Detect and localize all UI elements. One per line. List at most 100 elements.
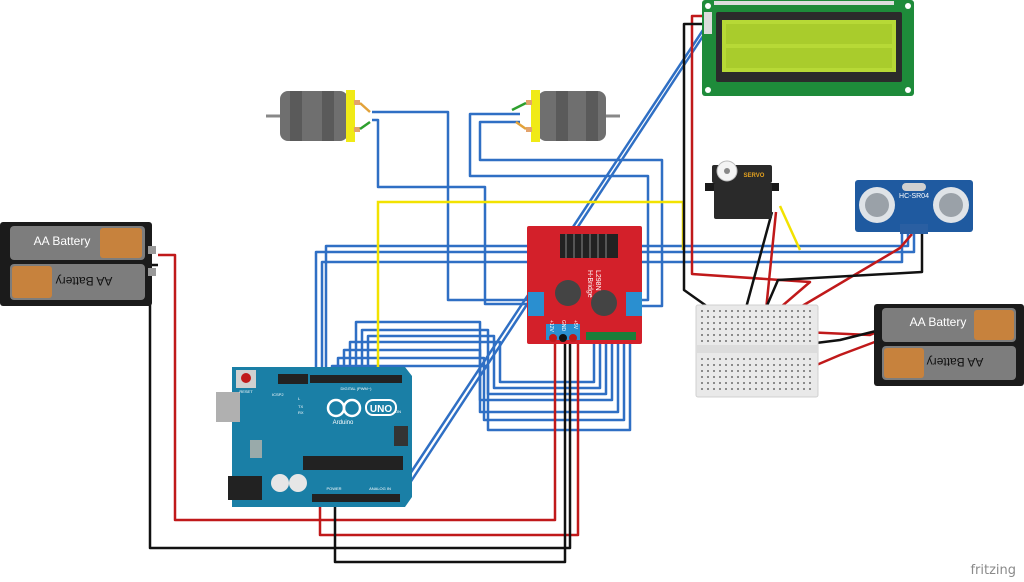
breadboard-hole (749, 370, 751, 372)
breadboard-hole (707, 364, 709, 366)
breadboard-hole (737, 382, 739, 384)
breadboard-hole (773, 340, 775, 342)
breadboard-hole (773, 382, 775, 384)
breadboard-hole (749, 376, 751, 378)
breadboard-hole (761, 310, 763, 312)
hbridge-label-1: L298N (594, 270, 601, 291)
breadboard-hole (755, 358, 757, 360)
lcd-display (702, 0, 914, 96)
arduino-rx-label: RX (298, 410, 304, 415)
battery-holder-right: AA Battery AA Battery (874, 304, 1024, 386)
breadboard-hole (737, 388, 739, 390)
breadboard-hole (755, 322, 757, 324)
breadboard-hole (797, 364, 799, 366)
breadboard-hole (707, 388, 709, 390)
breadboard-hole (803, 310, 805, 312)
breadboard-hole (737, 358, 739, 360)
breadboard-hole (743, 376, 745, 378)
hbridge-label-2: H-Bridge (586, 270, 593, 298)
breadboard-hole (749, 358, 751, 360)
breadboard-hole (743, 328, 745, 330)
breadboard-hole (713, 370, 715, 372)
breadboard-hole (713, 316, 715, 318)
breadboard-hole (785, 322, 787, 324)
breadboard-hole (731, 376, 733, 378)
breadboard-hole (743, 340, 745, 342)
breadboard-hole (809, 328, 811, 330)
breadboard-hole (797, 382, 799, 384)
breadboard-hole (749, 382, 751, 384)
breadboard-hole (779, 322, 781, 324)
breadboard-hole (701, 328, 703, 330)
arduino-on-label: ON (395, 409, 401, 414)
breadboard-hole (755, 382, 757, 384)
breadboard-hole (713, 388, 715, 390)
breadboard-hole (809, 376, 811, 378)
fritzing-watermark: fritzing (970, 563, 1016, 578)
servo-label: SERVO (744, 173, 765, 179)
breadboard-hole (737, 316, 739, 318)
breadboard-hole (725, 370, 727, 372)
breadboard-hole (743, 334, 745, 336)
breadboard-hole (719, 382, 721, 384)
breadboard-hole (779, 310, 781, 312)
breadboard-hole (707, 340, 709, 342)
breadboard-hole (725, 340, 727, 342)
breadboard-hole (791, 364, 793, 366)
breadboard-hole (713, 358, 715, 360)
breadboard-hole (803, 388, 805, 390)
breadboard-hole (779, 358, 781, 360)
ultrasonic-sensor: HC-SR04 (855, 180, 973, 234)
breadboard-hole (731, 322, 733, 324)
breadboard-hole (761, 382, 763, 384)
breadboard-hole (743, 382, 745, 384)
breadboard-hole (785, 376, 787, 378)
breadboard-hole (773, 322, 775, 324)
breadboard-hole (767, 316, 769, 318)
breadboard-hole (773, 364, 775, 366)
breadboard-hole (725, 322, 727, 324)
breadboard-hole (773, 310, 775, 312)
breadboard-hole (797, 328, 799, 330)
breadboard-hole (785, 370, 787, 372)
breadboard-hole (755, 328, 757, 330)
breadboard-hole (761, 364, 763, 366)
breadboard-hole (713, 340, 715, 342)
breadboard-hole (725, 382, 727, 384)
breadboard-hole (755, 310, 757, 312)
battery-holder-left: AA Battery AA Battery (0, 222, 156, 306)
breadboard-hole (731, 388, 733, 390)
breadboard-hole (725, 364, 727, 366)
breadboard-hole (761, 358, 763, 360)
breadboard-hole (803, 376, 805, 378)
breadboard-hole (749, 328, 751, 330)
breadboard-hole (767, 382, 769, 384)
battery-left-top-label: AA Battery (34, 234, 91, 248)
arduino-brand-text: Arduino (333, 420, 354, 426)
battery-right-top-label: AA Battery (910, 315, 967, 329)
breadboard-hole (743, 358, 745, 360)
breadboard-hole (749, 316, 751, 318)
breadboard-hole (707, 382, 709, 384)
breadboard-hole (713, 364, 715, 366)
breadboard-hole (773, 328, 775, 330)
breadboard-hole (755, 370, 757, 372)
breadboard-hole (737, 340, 739, 342)
breadboard-hole (791, 388, 793, 390)
arduino-tx-label: TX (298, 404, 303, 409)
breadboard-hole (779, 328, 781, 330)
breadboard-hole (797, 388, 799, 390)
breadboard-hole (755, 316, 757, 318)
breadboard-hole (809, 364, 811, 366)
breadboard-hole (791, 334, 793, 336)
hbridge-12v-label: +12V (548, 320, 554, 332)
battery-right-bottom-label: AA Battery (927, 355, 984, 369)
breadboard-hole (731, 358, 733, 360)
hbridge-gnd-label: GND (560, 320, 566, 332)
breadboard-hole (719, 340, 721, 342)
breadboard-hole (713, 382, 715, 384)
breadboard-hole (809, 382, 811, 384)
breadboard-hole (803, 322, 805, 324)
breadboard-hole (767, 322, 769, 324)
